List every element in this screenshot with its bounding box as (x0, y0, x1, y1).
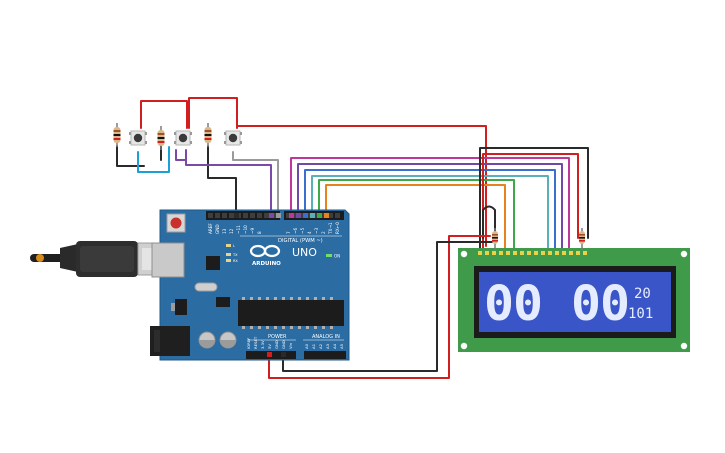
wire-blue-lcd (304, 169, 556, 251)
wire-red-button-loop-1 (140, 100, 188, 129)
pin-label: RX←0 (335, 222, 340, 234)
pin-label: 8 (257, 231, 262, 234)
arduino-logo (249, 244, 281, 258)
arduino-brand: ARDUINO (252, 261, 281, 267)
usb-port (151, 242, 185, 278)
board-name: UNO (292, 246, 317, 259)
wire-cyan-button-1 (137, 146, 170, 173)
push-button-1[interactable] (129, 130, 147, 146)
analog-label: ANALOG IN (312, 334, 340, 340)
pin-label: A5 (339, 343, 344, 349)
wire-teal-lcd (311, 175, 549, 251)
on-led: ON (326, 254, 340, 259)
wire-orange-lcd (325, 184, 506, 251)
wire-black-button-1 (116, 145, 145, 167)
analog-pin-labels: A0 A1 A2 A3 A4 A5 (304, 343, 344, 349)
wire-black-power (282, 241, 493, 372)
push-button-2[interactable] (174, 130, 192, 146)
lcd-big-digits: 00 00 (484, 276, 629, 332)
pin-label: ~3 (314, 227, 319, 234)
pin-label: 5V (267, 344, 272, 349)
pin-label: 2 (321, 231, 326, 234)
icsp-header (216, 297, 230, 307)
wire-red-lcd-top (482, 153, 579, 251)
pin-label: ~6 (293, 227, 298, 234)
lcd-header-pins (478, 251, 587, 255)
svg-text:L: L (233, 244, 235, 248)
header-wire-ends (234, 213, 329, 218)
pin-label: ~10 (243, 225, 248, 234)
regulator (175, 299, 187, 315)
pin-label: AREF (208, 223, 213, 234)
pin-label: GND (281, 340, 286, 349)
power-label: POWER (268, 334, 287, 340)
pin-label: A1 (311, 343, 316, 349)
resistor-2 (157, 126, 165, 150)
wire-purple-button-2 (175, 149, 272, 215)
pin-label: GND (274, 340, 279, 349)
wires (116, 97, 589, 379)
pin-label: A2 (318, 343, 323, 349)
chip-pins (242, 297, 333, 329)
pin-label: 7 (286, 231, 291, 234)
resistor-1 (113, 123, 121, 147)
pin-label: GND (215, 224, 220, 234)
wire-black-lcd-top (479, 147, 589, 251)
pin-label: TX→1 (328, 222, 333, 235)
lcd-resistor-2 (579, 228, 585, 250)
pin-label: Vin (288, 342, 293, 349)
power-pin-labels: IOREF RESET 3.3V 5V GND GND Vin (246, 336, 293, 349)
pin-label: A3 (325, 343, 330, 349)
bottom-header-analog (304, 351, 346, 359)
svg-text:TX: TX (232, 253, 238, 257)
wire-black-button-3 (207, 145, 237, 213)
pin-label: 12 (229, 228, 234, 234)
resistor-3 (204, 123, 212, 147)
pin-label: RESET (253, 336, 258, 349)
wire-gray-button-3 (232, 151, 279, 215)
pin-label: ~9 (250, 227, 255, 234)
pin-label: ~11 (236, 225, 241, 234)
lcd-screen (479, 272, 671, 332)
pin-label: 13 (222, 228, 227, 234)
atmega-chip (238, 300, 344, 326)
status-leds: L TX RX (226, 244, 238, 263)
svg-text:RX: RX (233, 259, 238, 263)
wire-magenta (290, 157, 570, 251)
lcd-line-1: 20 (634, 286, 651, 302)
pin-label: IOREF (246, 338, 251, 349)
lcd-resistor-1 (492, 228, 498, 250)
pin-label: ~5 (300, 227, 305, 234)
wire-red-power (268, 235, 491, 379)
button-row (113, 123, 242, 150)
usb-cable (30, 241, 171, 277)
wire-red-button-loop-2 (188, 97, 238, 129)
usb-chip (206, 256, 220, 270)
svg-text:ON: ON (334, 254, 340, 259)
push-button-3[interactable] (224, 130, 242, 146)
lcd-module: 00 00 20 101 (458, 248, 690, 352)
pin-label: A0 (304, 343, 309, 349)
crystal (194, 282, 218, 292)
lcd-line-2: 101 (628, 306, 653, 322)
wire-green-lcd (318, 179, 515, 251)
pin-label: A4 (332, 343, 337, 349)
arduino-uno-board[interactable]: AREF GND 13 12 ~11 ~10 ~9 8 7 ~6 ~5 4 ~3… (150, 209, 350, 361)
wire-purple-lcd (297, 163, 563, 251)
top-pin-labels: AREF GND 13 12 ~11 ~10 ~9 8 7 ~6 ~5 4 ~3… (208, 222, 340, 235)
pin-label: 4 (307, 231, 312, 234)
wire-red-long (236, 125, 487, 239)
digital-label: DIGITAL (PWM ~) (278, 238, 323, 244)
pin-label: 3.3V (260, 340, 265, 349)
capacitors (198, 331, 237, 349)
wire-black-pot-loop (482, 205, 496, 239)
